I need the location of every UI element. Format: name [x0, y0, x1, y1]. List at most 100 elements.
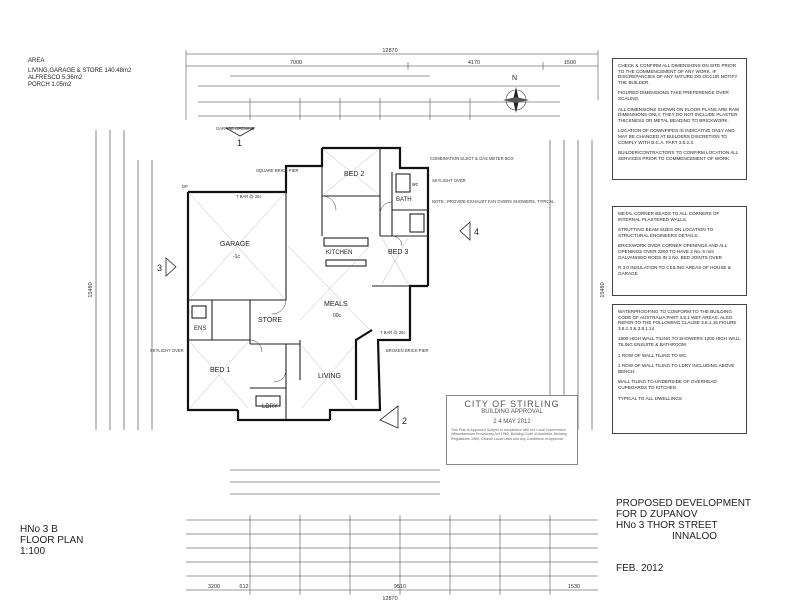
area-value: 1.05m2	[51, 82, 72, 88]
area-schedule: AREA LIVING,GARAGE & STORE 140.48m2 ALFR…	[28, 58, 148, 89]
room-label-bed3: BED 3	[388, 249, 408, 256]
note: WALL TILING TO UNDERSIDE OF OVERHEAD CUP…	[618, 379, 717, 390]
label-square-pier: SQUARE BRICK PIER	[256, 168, 299, 173]
section-2-label: 2	[402, 416, 407, 426]
note: 1800 HIGH WALL TILING TO SHOWERS 1200 HI…	[618, 336, 741, 347]
drawing-title: HNo 3 B FLOOR PLAN 1:100	[20, 524, 83, 557]
project-line: PROPOSED DEVELOPMENT	[616, 498, 752, 509]
stamp-line2: BUILDING APPROVAL	[481, 409, 543, 415]
title-line: FLOOR PLAN	[20, 535, 84, 546]
area-label: LIVING,GARAGE & STORE	[28, 68, 103, 74]
note: WATERPROOFING TO CONFORM TO THE BUILDING…	[618, 309, 737, 331]
dim-bottom-1: 3200	[208, 584, 220, 590]
area-row: ALFRESCO 5.36m2	[28, 75, 148, 82]
label-tbar-2: T BAR @ 25c	[380, 330, 406, 335]
outer-wall	[322, 146, 430, 286]
room-label-ldry: LDRY	[262, 404, 278, 410]
door-swing	[391, 235, 403, 247]
note: 1 ROW OF WALL TILING TO WC	[618, 352, 687, 358]
north-arrow-icon	[503, 87, 529, 113]
waterproofing-notes-box: WATERPROOFING TO CONFORM TO THE BUILDING…	[612, 304, 747, 434]
project-line: INNALOO	[672, 531, 718, 542]
outer-wall	[186, 192, 238, 412]
room-label-bed1: BED 1	[210, 367, 230, 374]
meals-level: 00c	[333, 313, 342, 319]
area-heading: AREA	[28, 58, 45, 64]
room-label-meals: MEALS	[324, 301, 348, 308]
area-label: ALFRESCO	[28, 75, 61, 81]
label-broken-pier: BROKEN BRICK PIER	[386, 348, 429, 353]
section-1-label: 1	[237, 138, 242, 148]
note: BUILDER/CONTRACTORS TO CONFIRM LOCATION …	[618, 150, 739, 161]
outer-wall	[188, 148, 324, 194]
room-label-kitchen: KITCHEN	[326, 250, 352, 256]
laundry-trough	[255, 395, 281, 407]
area-value: 5.36m2	[62, 75, 83, 81]
title-line: HNo 3 B	[20, 524, 58, 535]
stamp-line1: CITY OF STIRLING	[464, 399, 560, 409]
label-meter-box: COMBINATION ELECT & GAS METER BOX	[430, 156, 514, 161]
dim-top-3: 1500	[564, 60, 576, 66]
room-label-wc: wc	[412, 182, 419, 188]
room-label-garage: GARAGE	[220, 241, 250, 248]
title-line: 1:100	[20, 546, 46, 557]
dim-bottom-3: 9510	[394, 584, 406, 590]
note: FIGURED DIMENSIONS TAKE PREFERENCE OVER …	[618, 90, 729, 101]
garage-level: -1c	[233, 254, 240, 260]
north-label: N	[512, 75, 517, 82]
dim-bottom-4: 1530	[568, 584, 580, 590]
door-swing	[379, 201, 393, 215]
label-dp: DP	[182, 184, 188, 189]
project-line: FOR D ZUPANOV	[616, 509, 698, 520]
label-skylight-2: SKYLIGHT OVER	[150, 348, 184, 353]
dim-right-overall: 15480	[600, 282, 606, 297]
dim-overall-bottom: 12870	[382, 596, 397, 600]
section-marker-3-icon	[165, 257, 177, 277]
kitchen-bench	[323, 237, 369, 247]
area-row: LIVING,GARAGE & STORE 140.48m2	[28, 68, 148, 75]
dim-top-1: 7000	[290, 60, 302, 66]
note: LOCATION OF DOWNPIPES IS INDICATIVE ONLY…	[618, 128, 735, 145]
bath-fixture	[395, 173, 411, 193]
door-swing	[321, 195, 337, 211]
room-label-bed2: BED 2	[344, 171, 364, 178]
note: 1 ROW OF WALL TILING TO LDRY INCLUDING A…	[618, 363, 735, 374]
ensuite-fixture	[191, 305, 207, 319]
dim-overall-top: 12870	[382, 48, 397, 54]
section-marker-2-icon	[379, 405, 399, 429]
room-label-bath: BATH	[396, 197, 412, 203]
approval-stamp: CITY OF STIRLING BUILDING APPROVAL 2 4 M…	[446, 395, 578, 465]
door-swing	[249, 339, 263, 353]
label-garage-opening: GARAGE OPENING	[216, 126, 254, 131]
stamp-line3: 2 4 MAY 2012	[493, 419, 531, 425]
note: METAL CORNER BEADS TO ALL CORNERS OF INT…	[618, 211, 720, 222]
outer-wall	[354, 329, 373, 400]
room-label-living: LIVING	[318, 373, 341, 380]
door-swing	[273, 369, 287, 383]
note: TYPICAL TO ALL DWELLINGS	[618, 395, 682, 401]
section-marker-4-icon	[459, 221, 471, 241]
note: ALL DIMENSIONS SHOWN ON FLOOR PLANS ARE …	[618, 106, 740, 123]
room-label-ens: ENS	[194, 326, 206, 332]
general-notes-box: CHECK & CONFIRM ALL DIMENSIONS ON SITE P…	[612, 58, 747, 180]
project-info: PROPOSED DEVELOPMENT FOR D ZUPANOV HNo 3…	[616, 498, 751, 542]
label-tbar-1: T BAR @ 25c	[236, 194, 262, 199]
stamp-body: This Plan is Approved Subject to complia…	[451, 428, 567, 441]
section-3-label: 3	[157, 263, 162, 273]
note: STRUTTING BEAM SIZES ON LOCATION TO STRU…	[618, 227, 714, 238]
area-value: 140.48m2	[104, 68, 132, 74]
room-label-store: STORE	[258, 317, 282, 324]
drawing-date: FEB. 2012	[616, 563, 664, 574]
label-skylight-1: SKYLIGHT OVER	[432, 178, 466, 183]
dim-top-2: 4170	[468, 60, 480, 66]
door-swing	[271, 299, 287, 315]
bath-fixture	[409, 213, 425, 233]
dim-bottom-2: 612	[239, 584, 248, 590]
construction-notes-box: METAL CORNER BEADS TO ALL CORNERS OF INT…	[612, 206, 747, 296]
kitchen-bench	[325, 259, 367, 267]
note: CHECK & CONFIRM ALL DIMENSIONS ON SITE P…	[618, 63, 738, 85]
project-line: HNo 3 THOR STREET	[616, 520, 718, 531]
outer-wall	[236, 410, 330, 422]
section-4-label: 4	[474, 227, 479, 237]
